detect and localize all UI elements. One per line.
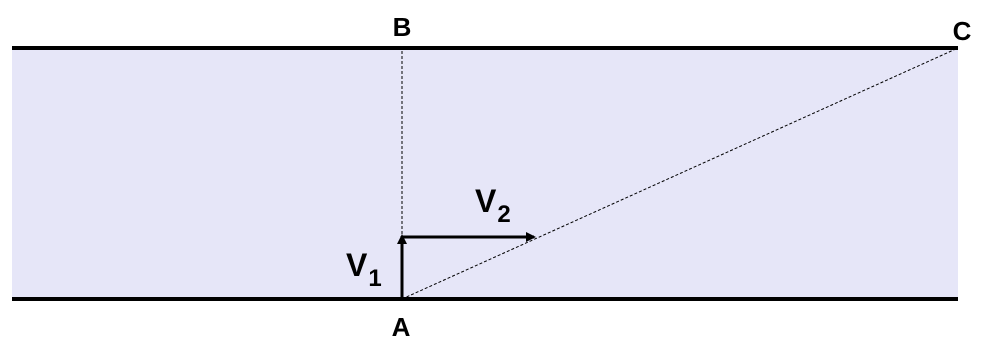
v1-label: V1: [346, 247, 382, 292]
v1-letter: V: [346, 247, 368, 283]
river-water: [12, 48, 958, 299]
v2-label: V2: [475, 183, 511, 228]
dashed-line-a-to-c: [401, 47, 959, 300]
point-label-c: C: [953, 16, 972, 46]
v1-subscript: 1: [368, 265, 381, 292]
point-label-a: A: [392, 312, 411, 342]
v2-subscript: 2: [497, 201, 510, 228]
point-label-b: B: [393, 12, 412, 42]
v2-letter: V: [475, 183, 497, 219]
